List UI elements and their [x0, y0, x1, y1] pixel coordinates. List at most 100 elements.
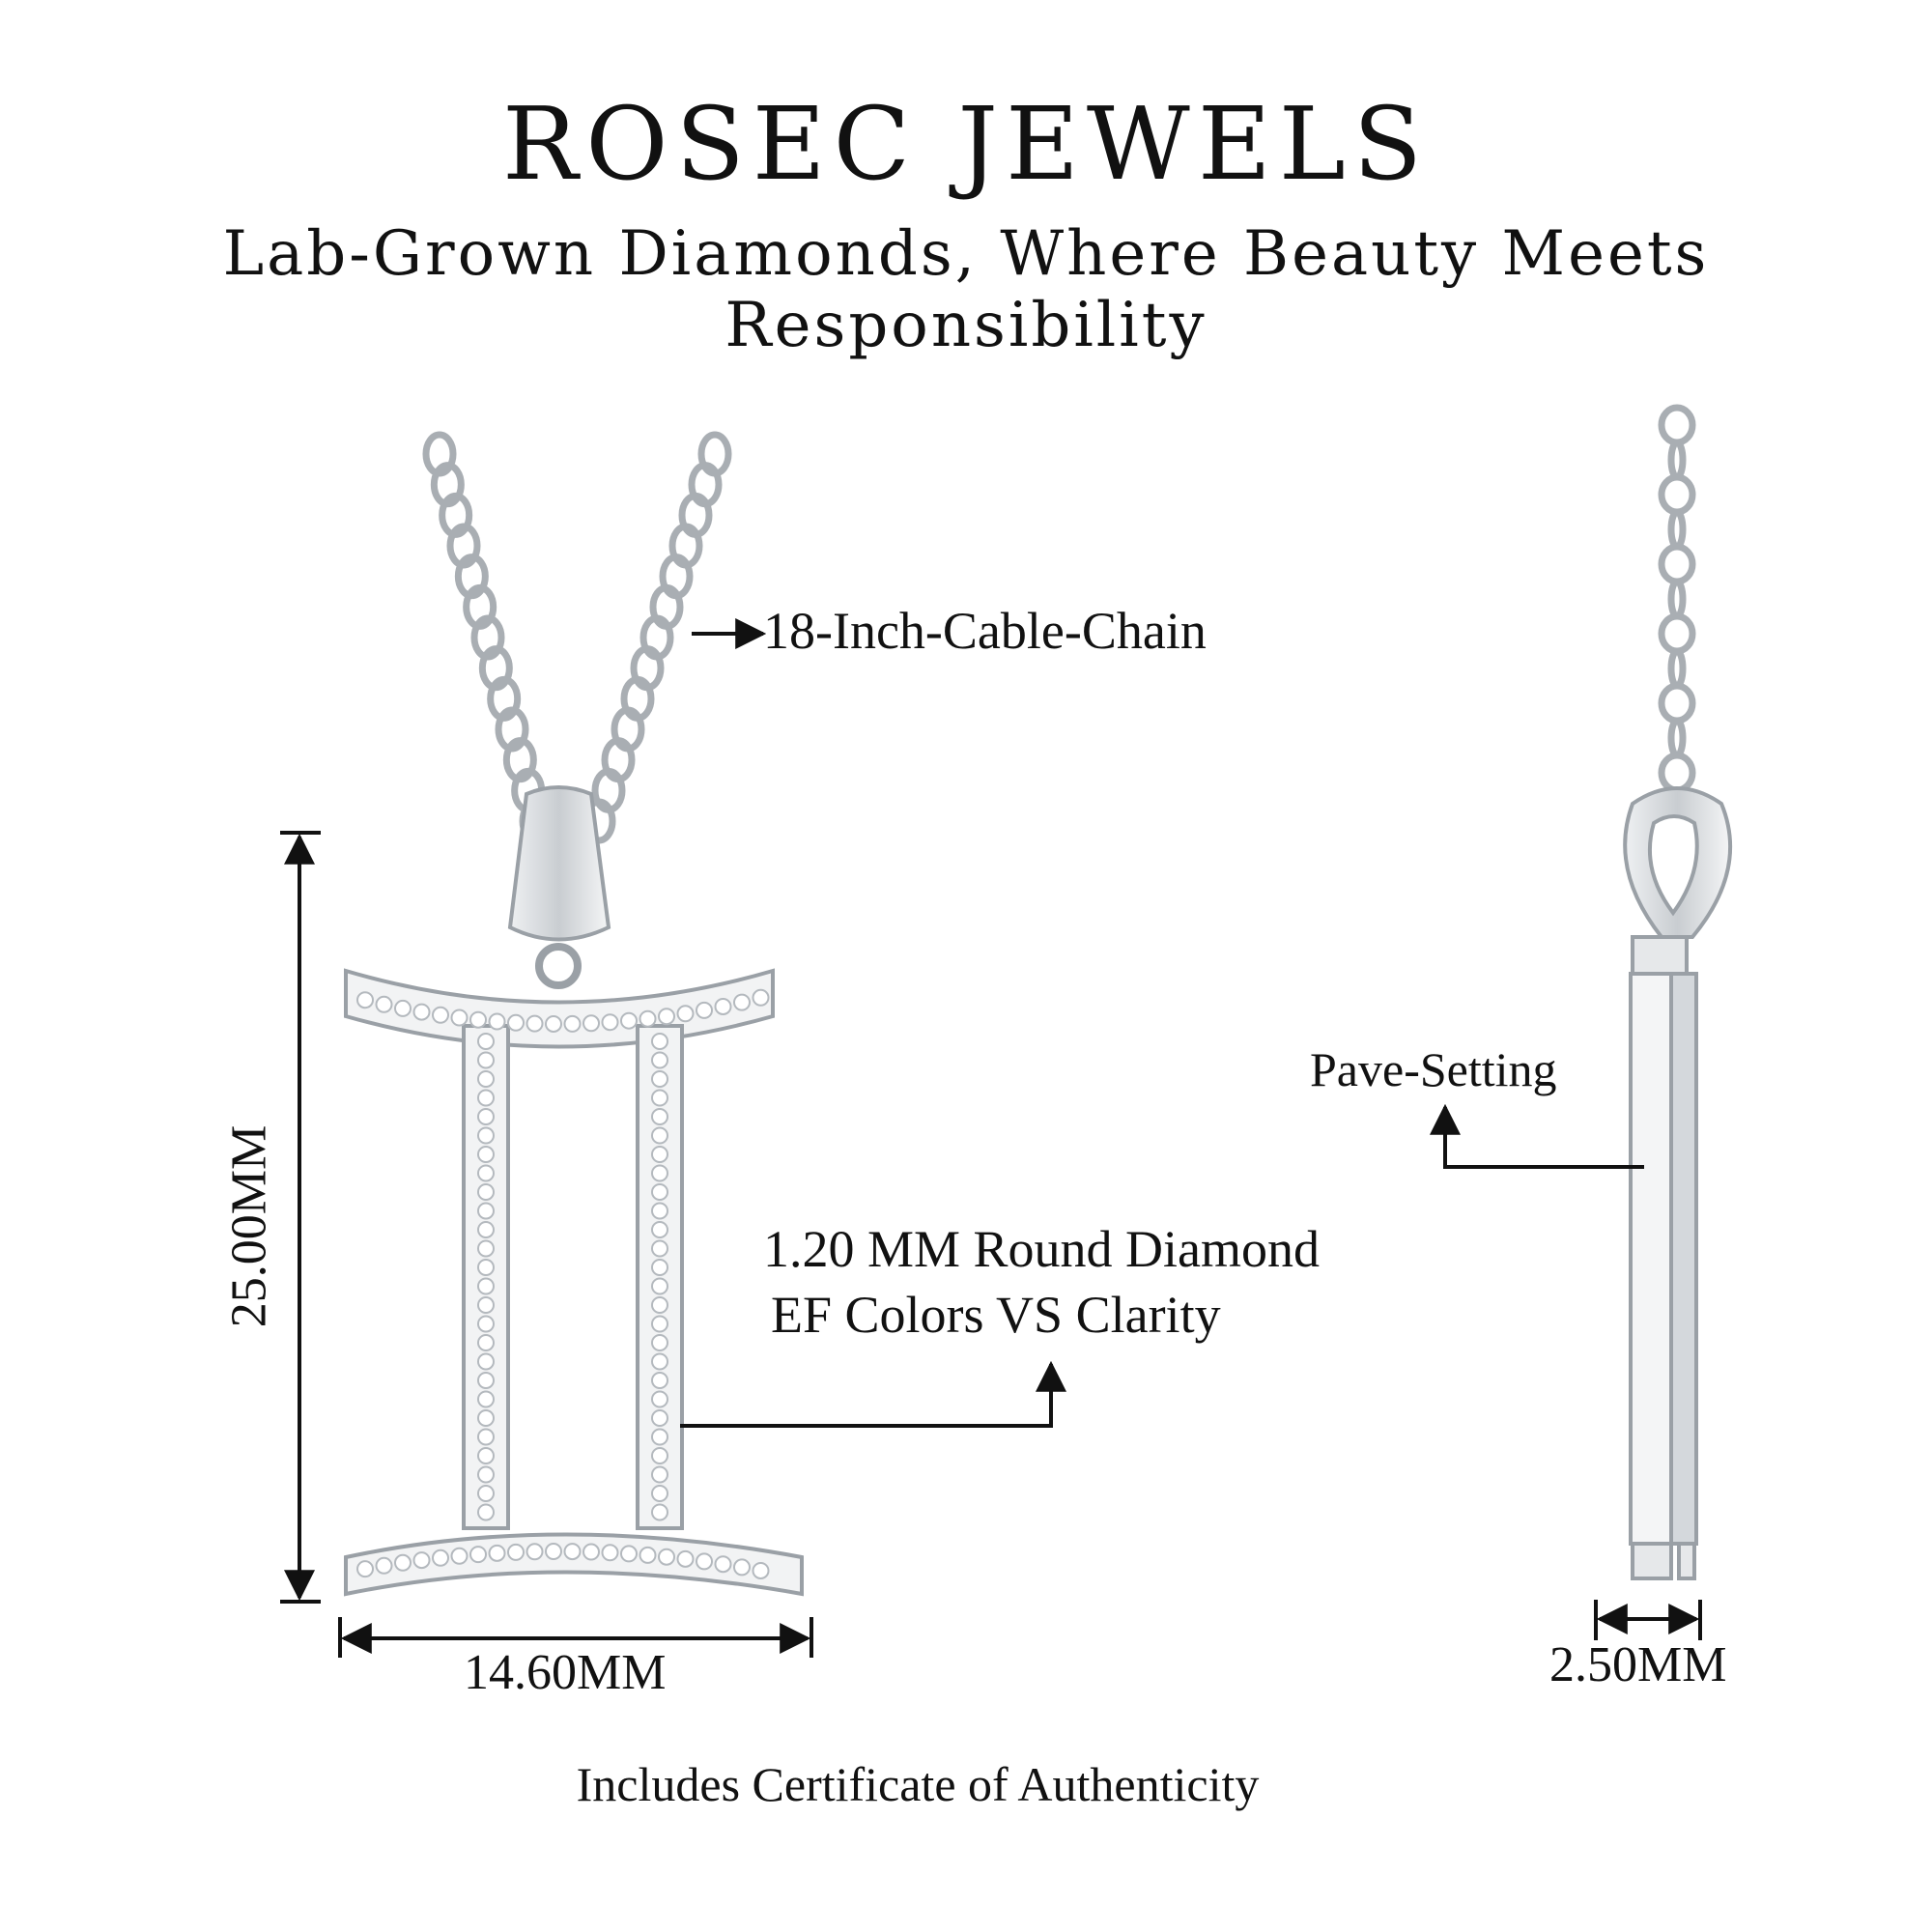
- pave-stone: [477, 1485, 495, 1502]
- depth-label: 2.50MM: [1549, 1637, 1727, 1692]
- pave-stone: [477, 1428, 495, 1446]
- pave-stone: [752, 988, 770, 1007]
- pave-stone: [477, 1259, 495, 1276]
- pave-stone: [477, 1089, 495, 1107]
- width-dimension: [338, 1617, 813, 1658]
- pave-stone: [477, 1202, 495, 1220]
- pave-stone: [733, 1558, 751, 1577]
- pave-stone: [714, 1555, 732, 1574]
- pave-stone: [651, 1221, 668, 1238]
- pave-stone: [526, 1543, 544, 1561]
- pave-stone: [620, 1011, 638, 1030]
- chain-link: [1658, 682, 1696, 724]
- pave-stone: [477, 1239, 495, 1258]
- pave-stone: [651, 1146, 668, 1163]
- pave-stones: [356, 988, 770, 1579]
- pave-stone: [469, 1010, 487, 1029]
- chain-link: [1658, 543, 1696, 585]
- chain-link: [1667, 717, 1687, 759]
- pave-stone: [651, 1126, 668, 1145]
- pave-stone: [477, 1146, 495, 1163]
- height-dimension: [280, 831, 321, 1604]
- chain-link: [1667, 508, 1687, 551]
- pave-stone: [545, 1014, 562, 1033]
- pave-stone: [651, 1465, 668, 1484]
- pave-stone: [651, 1277, 668, 1295]
- pave-stone: [394, 999, 412, 1017]
- pave-stone: [450, 1547, 469, 1565]
- pave-stone: [394, 1553, 412, 1572]
- pendant-side: [1623, 786, 1733, 1580]
- pave-stone: [651, 1503, 668, 1521]
- pave-stone: [651, 1089, 668, 1107]
- pave-stone: [477, 1126, 495, 1145]
- pave-stone: [696, 1001, 713, 1019]
- pave-stone: [488, 1012, 506, 1031]
- pave-stone: [651, 1428, 668, 1446]
- chain-link: [1658, 752, 1696, 794]
- front-chain: [422, 431, 732, 844]
- pave-stone: [356, 1560, 374, 1578]
- pendant-bail: [507, 785, 611, 989]
- pave-stone: [477, 1051, 495, 1069]
- height-label: 25.00MM: [221, 1124, 277, 1328]
- depth-dimension: [1594, 1600, 1702, 1640]
- pave-stone: [676, 1005, 695, 1023]
- pave-stone: [639, 1009, 657, 1028]
- pave-stone: [639, 1546, 657, 1564]
- pave-stone: [477, 1465, 495, 1484]
- pave-stone: [356, 991, 374, 1009]
- pave-stone: [488, 1544, 506, 1562]
- pave-stone: [477, 1070, 495, 1088]
- pave-stone: [477, 1352, 495, 1371]
- pave-stone: [696, 1552, 713, 1571]
- chain-link: [1667, 647, 1687, 690]
- pave-stone: [477, 1296, 495, 1314]
- pave-stone: [477, 1503, 495, 1521]
- pave-stone: [412, 1003, 431, 1021]
- pave-stone: [651, 1239, 668, 1258]
- pave-stone: [651, 1033, 668, 1050]
- pave-stone: [477, 1390, 495, 1408]
- pave-stone: [375, 995, 393, 1013]
- pave-stone: [477, 1164, 495, 1182]
- pave-stone: [477, 1277, 495, 1295]
- pave-stone: [375, 1556, 393, 1575]
- pave-stone: [733, 993, 751, 1011]
- setting-label: Pave-Setting: [1310, 1042, 1557, 1096]
- pave-stone: [582, 1543, 600, 1561]
- pave-stone: [469, 1546, 487, 1564]
- pave-stone: [477, 1334, 495, 1351]
- pave-stone: [477, 1315, 495, 1333]
- pave-stone: [432, 1006, 449, 1024]
- pave-stone: [651, 1409, 668, 1427]
- pave-stone: [601, 1013, 619, 1032]
- pave-stone: [450, 1009, 469, 1027]
- chain-link: [1658, 612, 1696, 655]
- pave-stone: [563, 1543, 582, 1561]
- pave-stone: [676, 1549, 695, 1568]
- stone-leader: [680, 1360, 1066, 1428]
- pendant-front: [344, 968, 804, 1597]
- pave-stone: [651, 1372, 668, 1389]
- pave-stone: [545, 1543, 562, 1561]
- pave-stone: [651, 1485, 668, 1502]
- pave-stone: [651, 1315, 668, 1333]
- side-chain: [1658, 404, 1696, 829]
- brand-title: ROSEC JEWELS: [501, 85, 1431, 203]
- pave-stone: [526, 1014, 544, 1033]
- pave-stone: [507, 1013, 525, 1032]
- pave-stone: [507, 1543, 525, 1561]
- pave-stone: [714, 997, 732, 1015]
- pave-stone: [651, 1108, 668, 1125]
- pave-stone: [752, 1561, 770, 1579]
- pave-stone: [477, 1221, 495, 1238]
- stone-quality-label: EF Colors VS Clarity: [771, 1286, 1221, 1344]
- chain-link: [1658, 473, 1696, 516]
- pave-stone: [651, 1334, 668, 1351]
- chain-link: [1667, 578, 1687, 620]
- pave-stone: [477, 1183, 495, 1201]
- pave-stone: [651, 1051, 668, 1069]
- stone-size-label: 1.20 MM Round Diamond: [763, 1220, 1321, 1278]
